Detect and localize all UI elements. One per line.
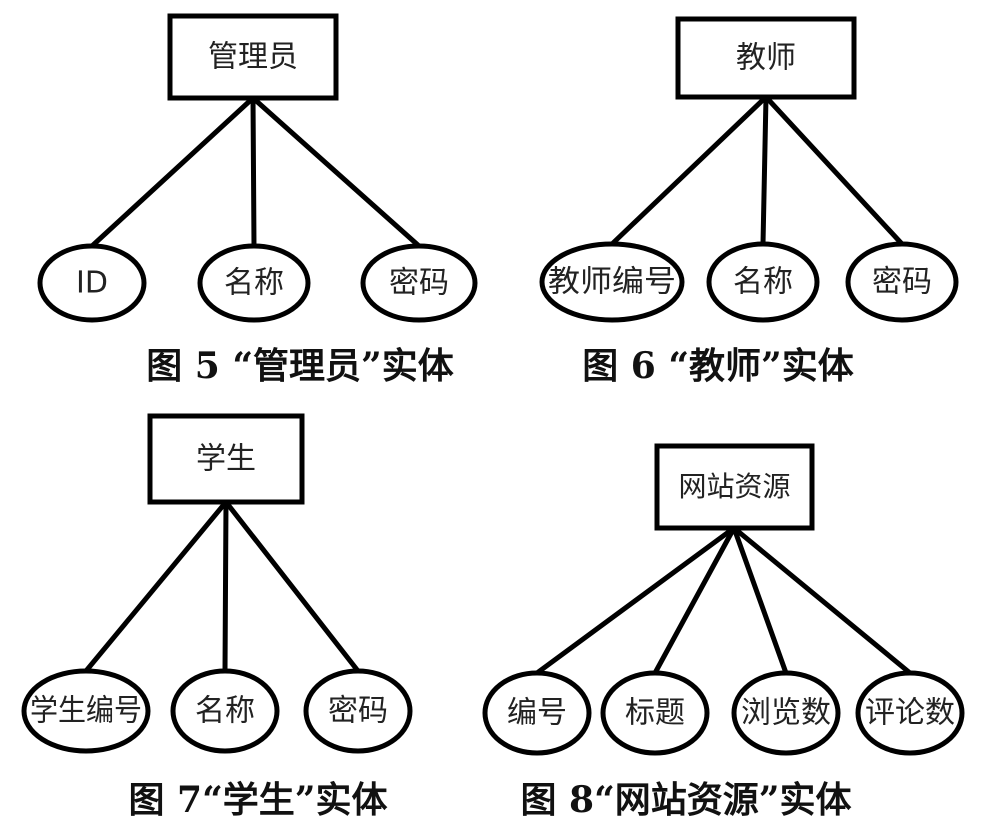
connector-line — [609, 94, 769, 247]
attribute-ellipse — [37, 243, 147, 323]
connector-line — [89, 95, 256, 249]
entity-box — [654, 443, 815, 531]
entity-diagram-1: 管理员 ID 名称 密码图 5 “管理员”实体 — [37, 13, 478, 387]
entity-name: 网站资源 — [678, 470, 790, 503]
attribute-label: 名称 — [195, 694, 255, 729]
attribute-label: 学生编号 — [30, 694, 142, 729]
figure-caption: 图 7“学生”实体 — [129, 779, 388, 821]
attribute-ellipse — [21, 668, 151, 754]
attribute-ellipse — [600, 670, 710, 756]
attribute-ellipse — [539, 241, 685, 323]
entity-name: 教师 — [736, 41, 796, 76]
attribute-label: 标题 — [625, 696, 685, 731]
entity-box — [167, 13, 339, 101]
attribute-ellipse — [845, 241, 959, 323]
attribute-label: 密码 — [389, 266, 449, 301]
attribute-label: 名称 — [224, 266, 284, 301]
attribute-ellipse — [303, 668, 413, 754]
entity-box — [675, 16, 857, 100]
connector-line — [731, 525, 789, 676]
figure-caption: 图 6 “教师”实体 — [582, 345, 854, 387]
connector-line — [223, 499, 361, 674]
entity-box — [147, 413, 305, 505]
connector-line — [763, 94, 905, 247]
attribute-label: 编号 — [507, 696, 567, 731]
connector-line — [652, 525, 737, 676]
entity-diagram-4: 网站资源编号 标题 浏览数评论数图 8“网站资源”实体 — [482, 443, 965, 821]
attribute-ellipse — [197, 243, 311, 323]
entity-name: 学生 — [196, 442, 256, 477]
attribute-label: 密码 — [328, 694, 388, 729]
attribute-label: 评论数 — [865, 696, 955, 731]
attribute-ellipse — [360, 243, 478, 323]
attribute-ellipse — [482, 670, 592, 756]
attribute-ellipse — [855, 670, 965, 756]
connector-line — [83, 499, 229, 674]
connector-line — [731, 525, 913, 676]
attribute-label: 名称 — [733, 265, 793, 300]
attribute-ellipse — [731, 670, 841, 756]
attribute-ellipse — [706, 241, 820, 323]
attribute-label: 密码 — [872, 265, 932, 300]
attribute-ellipse — [170, 668, 280, 754]
figure-caption: 图 5 “管理员”实体 — [146, 345, 454, 387]
figure-caption: 图 8“网站资源”实体 — [521, 779, 852, 821]
attribute-label: 浏览数 — [741, 696, 831, 731]
connector-line — [250, 95, 422, 249]
attribute-label: 教师编号 — [548, 265, 676, 300]
entity-name: 管理员 — [208, 40, 298, 75]
attribute-label: ID — [76, 266, 108, 301]
connector-line — [250, 95, 257, 249]
connector-line — [222, 499, 229, 674]
connector-line — [760, 94, 769, 247]
connector-line — [534, 525, 737, 676]
